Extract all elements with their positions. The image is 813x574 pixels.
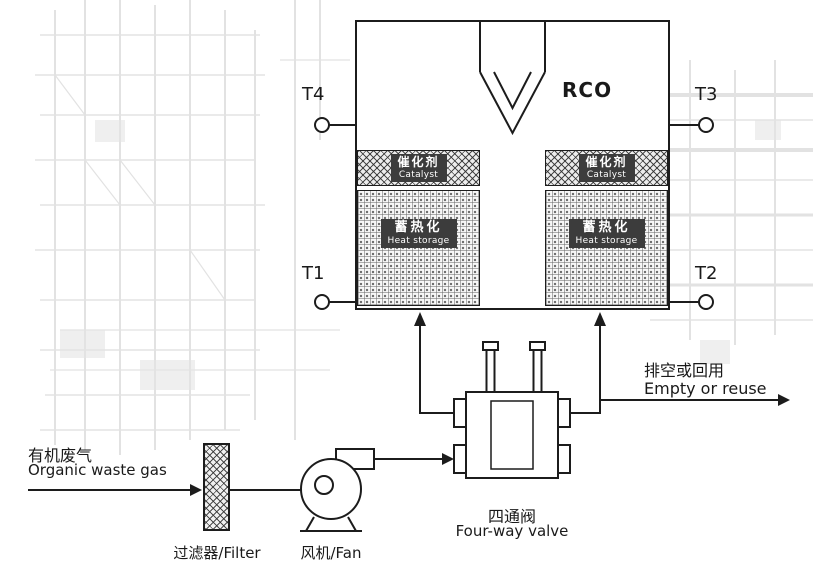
vessel-title: RCO	[562, 78, 613, 102]
outlet-label-en: Empty or reuse	[644, 379, 767, 398]
inlet-label-zh: 有机废气	[28, 446, 93, 465]
heat-left-label-zh: 蓄热化	[394, 220, 443, 235]
heat-right-label-zh: 蓄热化	[582, 220, 631, 235]
valve-label-en: Four-way valve	[455, 522, 569, 540]
heat-left-label: 蓄热化 Heat storage	[380, 219, 457, 249]
catalyst-right-label-zh: 催化剂	[585, 155, 628, 169]
catalyst-right-label: 催化剂 Catalyst	[578, 154, 635, 183]
sensor-t2-label: T2	[695, 263, 718, 284]
sensor-t1-label: T1	[302, 263, 325, 284]
sensor-t3-label: T3	[695, 84, 718, 105]
filter-symbol	[203, 443, 230, 531]
heat-right-label: 蓄热化 Heat storage	[568, 219, 645, 249]
outlet-label-zh: 排空或回用	[644, 361, 725, 380]
heat-left-label-en: Heat storage	[387, 235, 450, 246]
fan-label: 风机/Fan	[300, 544, 362, 562]
catalyst-left-label: 催化剂 Catalyst	[390, 154, 447, 183]
catalyst-left-label-zh: 催化剂	[397, 155, 440, 169]
sensor-t4-label: T4	[302, 84, 325, 105]
heat-right-label-en: Heat storage	[575, 235, 638, 246]
catalyst-left-label-en: Catalyst	[398, 169, 439, 180]
heat-storage-bed-right: 蓄热化 Heat storage	[545, 190, 668, 306]
heat-storage-bed-left: 蓄热化 Heat storage	[357, 190, 480, 306]
filter-label: 过滤器/Filter	[173, 544, 261, 562]
valve-label-zh: 四通阀	[487, 507, 536, 526]
catalyst-bed-left: 催化剂 Catalyst	[357, 150, 480, 186]
rco-vessel: 催化剂 Catalyst 催化剂 Catalyst 蓄热化 Heat stora…	[355, 20, 670, 310]
inlet-label-en: Organic waste gas	[28, 461, 167, 479]
catalyst-right-label-en: Catalyst	[586, 169, 627, 180]
catalyst-bed-right: 催化剂 Catalyst	[545, 150, 668, 186]
